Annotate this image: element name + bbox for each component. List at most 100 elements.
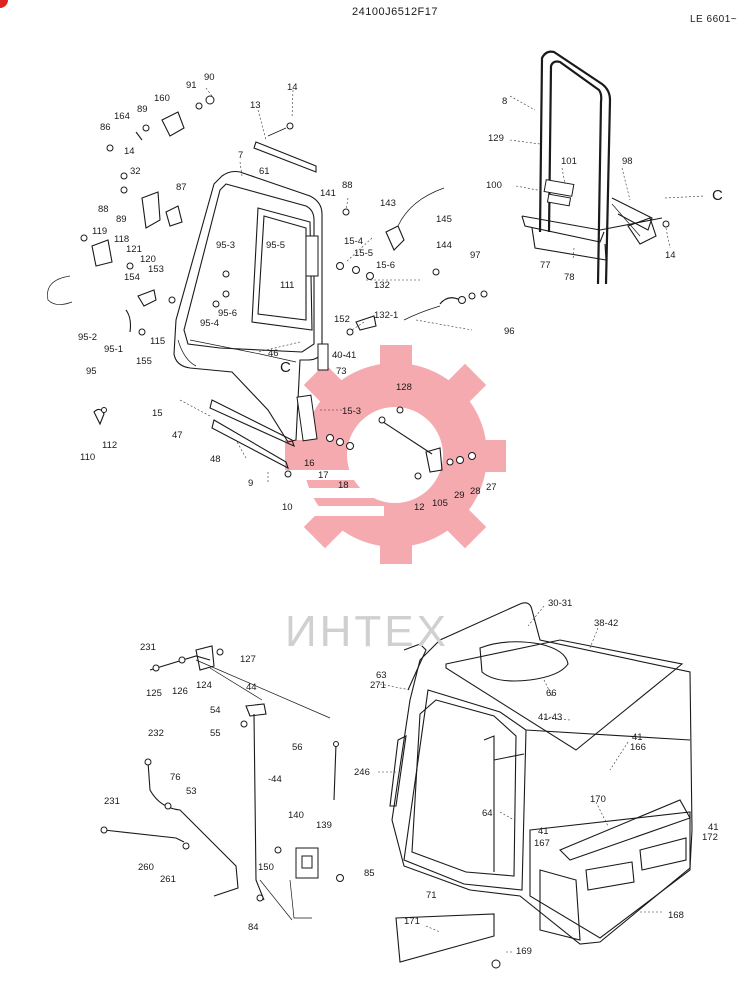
callout-232: 232	[148, 728, 164, 739]
callout-143: 143	[380, 198, 396, 209]
callout-154: 154	[124, 272, 140, 283]
callout-153: 153	[148, 264, 164, 275]
callout-140: 140	[288, 810, 304, 821]
callout-16: 16	[304, 458, 315, 469]
callout-labels: 8 129 101 98 100 C 14 77 78 90 91 160 16…	[78, 72, 723, 957]
callout-C-door: C	[280, 359, 291, 376]
callout-7: 7	[238, 150, 243, 161]
watermark-text: ИНТЕХ	[285, 607, 449, 656]
callout-53: 53	[186, 786, 197, 797]
callout-77: 77	[540, 260, 551, 271]
callout-14-upper: 14	[124, 146, 135, 157]
callout-155: 155	[136, 356, 152, 367]
callout-8: 8	[502, 96, 507, 107]
callout-150: 150	[258, 862, 274, 873]
callout-66: 66	[546, 688, 557, 699]
callout-132: 132	[374, 280, 390, 291]
callout-171: 171	[404, 916, 420, 927]
callout-95-2: 95-2	[78, 332, 97, 343]
callout-127: 127	[240, 654, 256, 665]
callout-78: 78	[564, 272, 575, 283]
callout-97: 97	[470, 250, 481, 261]
callout-128: 128	[396, 382, 412, 393]
callout-141: 141	[320, 188, 336, 199]
callout-63: 63	[376, 670, 387, 681]
callout-12: 12	[414, 502, 425, 513]
callout-89-top: 89	[137, 104, 148, 115]
callout-13: 13	[250, 100, 261, 111]
callout-261: 261	[160, 874, 176, 885]
callout-10: 10	[282, 502, 293, 513]
callout-86: 86	[100, 122, 111, 133]
callout-27: 27	[486, 482, 497, 493]
callout-64: 64	[482, 808, 493, 819]
callout-125: 125	[146, 688, 162, 699]
callout-61: 61	[259, 166, 270, 177]
callout-14-rod: 14	[287, 82, 298, 93]
callout-124: 124	[196, 680, 212, 691]
callout-29: 29	[454, 490, 465, 501]
callout-95-3: 95-3	[216, 240, 235, 251]
callout-44-top: 44	[246, 682, 257, 693]
callout-54: 54	[210, 705, 221, 716]
callout-166: 166	[630, 742, 646, 753]
callout-15-6: 15-6	[376, 260, 395, 271]
callout-85: 85	[364, 868, 375, 879]
callout-18: 18	[338, 480, 349, 491]
callout-164: 164	[114, 111, 130, 122]
callout-48: 48	[210, 454, 221, 465]
callout-111: 111	[280, 280, 294, 291]
callout-100: 100	[486, 180, 502, 191]
callout-95-5: 95-5	[266, 240, 285, 251]
callout-56: 56	[292, 742, 303, 753]
callout-129: 129	[488, 133, 504, 144]
callout-132-1: 132-1	[374, 310, 398, 321]
callout-71: 71	[426, 890, 437, 901]
corner-mark	[0, 0, 8, 8]
callout-28: 28	[470, 486, 481, 497]
handrail-ladder-assembly	[509, 50, 706, 285]
callout-169: 169	[516, 946, 532, 957]
cab-shell	[378, 602, 693, 969]
callout-15-5: 15-5	[354, 248, 373, 259]
callout-76: 76	[170, 772, 181, 783]
callout-38-42: 38-42	[594, 618, 618, 629]
callout-231-top: 231	[140, 642, 156, 653]
callout-120: 120	[140, 254, 156, 265]
callout-126: 126	[172, 686, 188, 697]
callout-105: 105	[432, 498, 448, 509]
callout-115: 115	[150, 336, 165, 347]
callout-41-mid: 41	[538, 826, 549, 837]
callout-41-43: 41-43	[538, 712, 562, 723]
callout-87: 87	[176, 182, 187, 193]
callout-152: 152	[334, 314, 350, 325]
callout-95-4: 95-4	[200, 318, 219, 329]
callout-170: 170	[590, 794, 606, 805]
callout-41-far: 41	[708, 822, 719, 833]
callout-167: 167	[534, 838, 550, 849]
callout-139: 139	[316, 820, 332, 831]
callout-14-ladder: 14	[665, 250, 676, 261]
callout-90: 90	[204, 72, 215, 83]
callout-121: 121	[126, 244, 142, 255]
document-code: 24100J6512F17	[352, 6, 439, 18]
callout-32: 32	[130, 166, 141, 177]
callout-168: 168	[668, 910, 684, 921]
callout-112: 112	[102, 440, 117, 451]
door-assembly	[47, 87, 488, 484]
callout-46: 46	[268, 348, 279, 359]
callout-88-left: 88	[98, 204, 109, 215]
callout-91: 91	[186, 80, 197, 91]
serial-range: LE 6601~	[690, 14, 738, 25]
callout-95-1: 95-1	[104, 344, 123, 355]
watermark-gear	[250, 345, 506, 564]
callout-47: 47	[172, 430, 183, 441]
lock-linkage-assembly	[100, 645, 344, 921]
callout-15: 15	[152, 408, 163, 419]
callout-246: 246	[354, 767, 370, 778]
callout-40-41: 40-41	[332, 350, 356, 361]
callout-30-31: 30-31	[548, 598, 572, 609]
callout-172: 172	[702, 832, 718, 843]
